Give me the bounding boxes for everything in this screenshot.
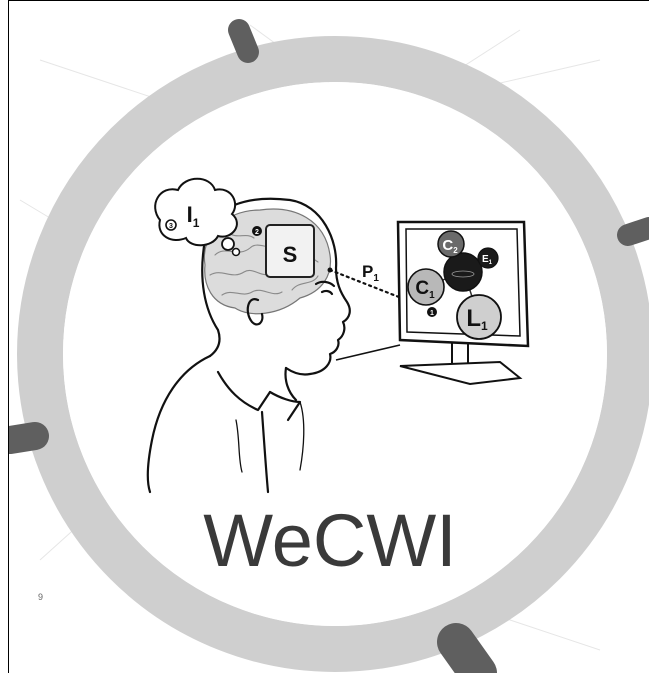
node-l1: L1 (457, 295, 501, 339)
node-e1: E1 (478, 248, 498, 268)
marker-2-label: 2 (255, 229, 259, 236)
title: WeCWI (203, 499, 457, 582)
brain-box-label: S (283, 242, 298, 267)
marker-1-label: 1 (430, 310, 434, 317)
frame-left-edge (8, 0, 9, 673)
node-c2: C2 (438, 231, 464, 257)
node-c1: C1 (408, 269, 444, 305)
ring-knob-top (239, 30, 248, 52)
ring-knob-bottom (456, 642, 478, 673)
ring-knob-left (10, 436, 35, 440)
marker-3-label: 3 (169, 223, 173, 230)
frame-top-edge (8, 0, 649, 1)
center-node (444, 253, 482, 291)
ring-knob-right (628, 228, 649, 235)
page-number: 9 (38, 592, 43, 602)
